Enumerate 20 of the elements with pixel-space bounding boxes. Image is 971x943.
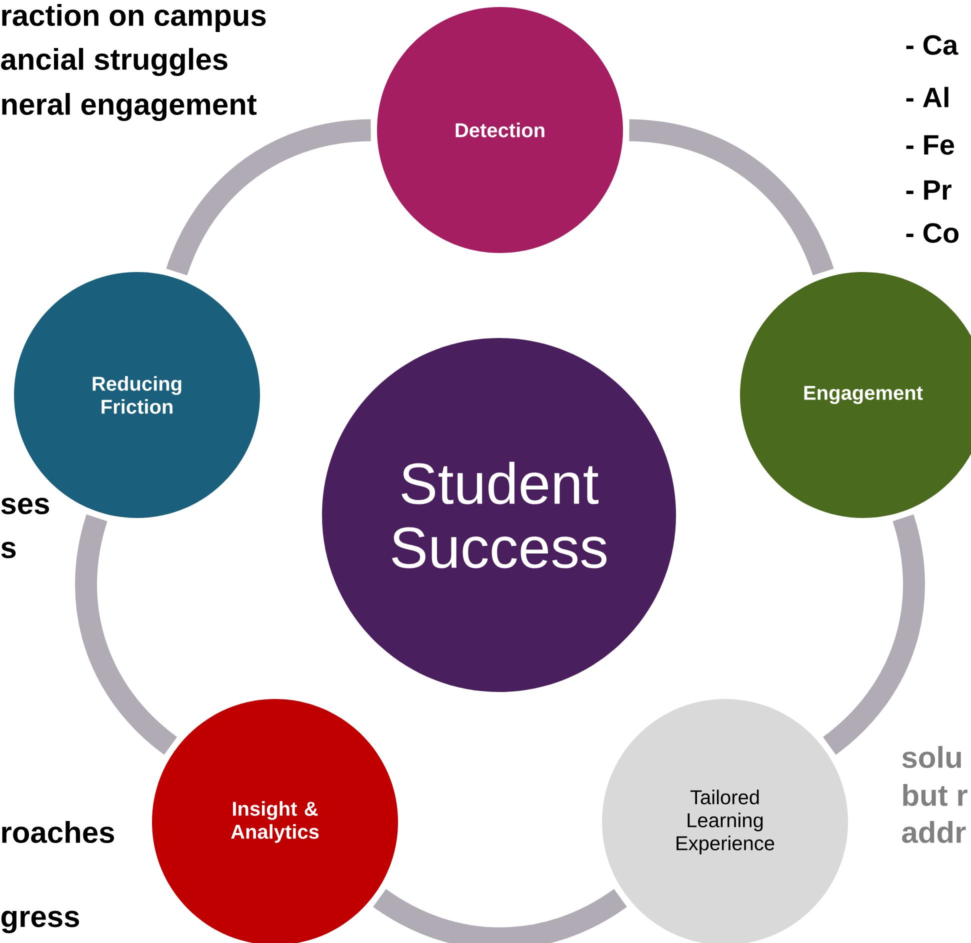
side-text: solu bbox=[902, 746, 961, 768]
side-text: ancial struggles bbox=[1, 48, 228, 76]
side-text: - Ca bbox=[906, 35, 958, 55]
side-text: s bbox=[1, 542, 16, 558]
side-text: gress bbox=[1, 910, 79, 934]
side-text: - Pr bbox=[906, 180, 952, 200]
ring-segment bbox=[628, 119, 834, 276]
side-text: roaches bbox=[2, 820, 114, 844]
ring-segment bbox=[75, 514, 178, 754]
side-text: raction on campus bbox=[2, 4, 266, 32]
side-text: addr bbox=[902, 820, 966, 844]
side-text: but r bbox=[903, 784, 968, 806]
ring-segment bbox=[166, 119, 372, 276]
side-text: - Co bbox=[906, 223, 959, 243]
side-text: neral engagement bbox=[2, 92, 257, 122]
circle-node: Detection bbox=[377, 7, 623, 253]
ring-segment bbox=[822, 514, 925, 754]
side-text: - Al bbox=[906, 86, 948, 108]
ring-segment bbox=[374, 888, 626, 943]
side-text: - Fe bbox=[906, 135, 954, 155]
